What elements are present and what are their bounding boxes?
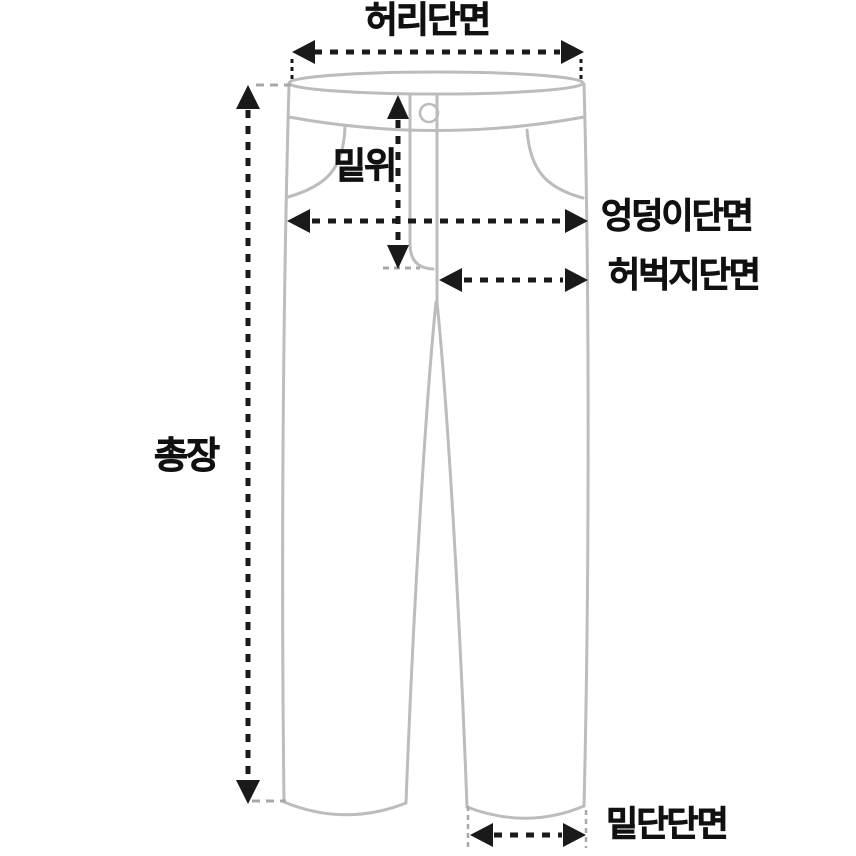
fly-seam: [408, 94, 435, 271]
hip-arrow-right-head: [565, 209, 588, 233]
thigh-width-arrow: [439, 268, 588, 292]
length-arrow-bottom-head: [236, 780, 260, 804]
hem-width-arrow: [470, 823, 586, 847]
guide-connectors: [252, 83, 588, 848]
waist-label: 허리단면: [364, 0, 491, 40]
right-outer-seam: [582, 82, 590, 808]
left-hem-curve: [282, 800, 408, 817]
right-pocket-curve: [525, 128, 585, 200]
left-pocket-curve: [286, 124, 347, 199]
rise-arrow-top-head: [387, 95, 409, 119]
rise-arrow-bottom-head: [387, 245, 409, 269]
waist-width-arrow: [290, 40, 584, 81]
right-inner-seam: [435, 300, 469, 809]
hip-label: 엉덩이단면: [601, 197, 755, 236]
hip-arrow-left-head: [287, 209, 310, 233]
waist-button-icon: [418, 102, 440, 124]
thigh-arrow-left-head: [439, 268, 462, 292]
hem-arrow-right-head: [563, 823, 586, 847]
rise-label: 밑위: [333, 145, 398, 186]
length-arrow-top-head: [236, 85, 260, 109]
right-hem-curve: [465, 804, 586, 820]
hem-arrow-left-head: [470, 823, 493, 847]
hip-width-arrow: [287, 209, 588, 233]
left-outer-seam: [281, 83, 291, 804]
pants-outline: [281, 70, 590, 820]
waist-arrow-left-head: [292, 40, 315, 64]
waist-arrow-right-head: [561, 40, 584, 64]
thigh-label: 허벅지단면: [608, 256, 762, 295]
left-inner-seam: [404, 300, 438, 805]
total-length-arrow: [236, 85, 260, 804]
length-label: 총장: [154, 435, 221, 476]
waistband-top-ellipse: [287, 70, 585, 96]
hem-label: 밑단단면: [606, 805, 730, 844]
thigh-arrow-right-head: [565, 268, 588, 292]
